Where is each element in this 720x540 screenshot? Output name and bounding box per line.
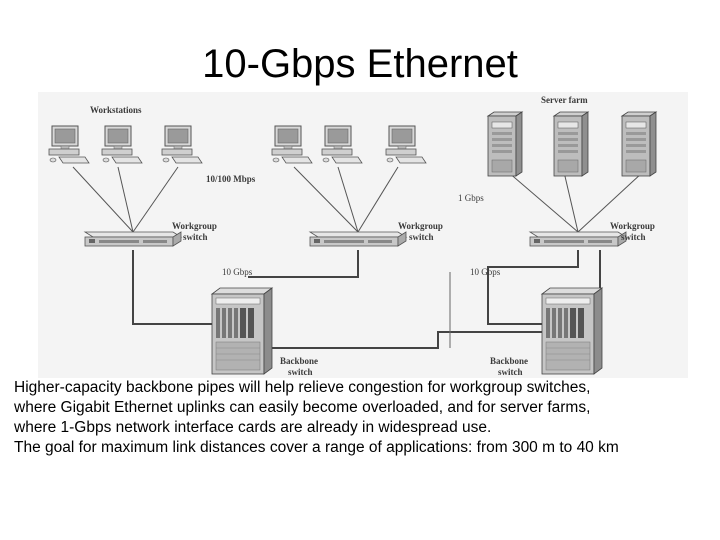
backbone-switch-label: switch bbox=[498, 367, 523, 377]
server-farm-label: Server farm bbox=[541, 95, 588, 105]
caption-line: where Gigabit Ethernet uplinks can easil… bbox=[14, 399, 591, 416]
server-icon bbox=[621, 111, 657, 177]
server-icon bbox=[487, 111, 523, 177]
workstation-icon bbox=[101, 125, 143, 164]
workstation-icon bbox=[48, 125, 90, 164]
link-speed-label-1g: 1 Gbps bbox=[458, 193, 484, 203]
network-diagram: Workstations Server farm 10/100 Mbps 1 G… bbox=[38, 92, 688, 378]
uplink-links bbox=[132, 250, 601, 349]
workstation-icon bbox=[271, 125, 313, 164]
caption: Higher-capacity backbone pipes will help… bbox=[14, 378, 718, 458]
workgroup-switch-label: switch bbox=[183, 232, 208, 242]
backbone-switch-label: switch bbox=[288, 367, 313, 377]
backbone-switch-icon bbox=[211, 287, 273, 375]
backbone-switch-label: Backbone bbox=[490, 356, 528, 366]
caption-line: Higher-capacity backbone pipes will help… bbox=[14, 379, 591, 396]
link-speed-label-10g: 10 Gbps bbox=[470, 267, 501, 277]
caption-line: where 1-Gbps network interface cards are… bbox=[14, 419, 492, 436]
workstation-icon bbox=[321, 125, 363, 164]
workgroup-switch-label: Workgroup bbox=[398, 221, 443, 231]
workgroup-switch-label: Workgroup bbox=[610, 221, 655, 231]
workstation-icon bbox=[161, 125, 203, 164]
workstation-icon bbox=[385, 125, 427, 164]
workgroup-switch-icon bbox=[84, 231, 182, 247]
server-icon bbox=[553, 111, 589, 177]
link-speed-label-10-100: 10/100 Mbps bbox=[206, 174, 256, 184]
backbone-switch-label: Backbone bbox=[280, 356, 318, 366]
link-speed-label-10g: 10 Gbps bbox=[222, 267, 253, 277]
access-links bbox=[72, 166, 644, 233]
workgroup-switch-label: switch bbox=[409, 232, 434, 242]
workgroup-switch-icon bbox=[529, 231, 627, 247]
backbone-switch-icon bbox=[541, 287, 603, 375]
slide-title: 10-Gbps Ethernet bbox=[202, 42, 518, 86]
workgroup-switch-label: Workgroup bbox=[172, 221, 217, 231]
caption-line: The goal for maximum link distances cove… bbox=[14, 439, 619, 456]
workgroup-switch-label: switch bbox=[621, 232, 646, 242]
workgroup-switch-icon bbox=[309, 231, 407, 247]
workstations-label: Workstations bbox=[90, 105, 142, 115]
